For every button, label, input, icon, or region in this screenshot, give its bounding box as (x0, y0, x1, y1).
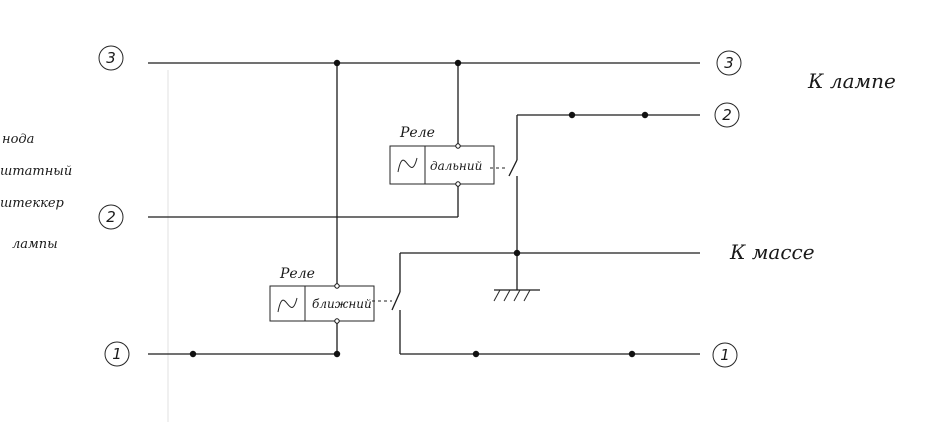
terminal-right-1: 1 (712, 342, 738, 368)
terminal-right-2: 2 (714, 102, 740, 128)
terminal-right-3: 3 (716, 50, 742, 76)
left-label-line-1: нода (2, 132, 34, 147)
svg-text:3: 3 (724, 54, 734, 72)
ac-wave-icon (397, 157, 418, 173)
ground-symbol (493, 289, 540, 302)
svg-text:2: 2 (722, 106, 732, 124)
terminal-left-2: 2 (98, 204, 124, 230)
relay-high-beam: Реле дальний (389, 125, 495, 187)
terminal-left-3: 3 (98, 45, 124, 71)
left-label-line-4: лампы (12, 237, 58, 252)
left-label-line-2: штатный (0, 164, 72, 179)
junction-dot (333, 350, 341, 358)
relay-high-caption: Реле (399, 125, 435, 141)
junction-dot (189, 350, 197, 358)
junction-dot (472, 350, 480, 358)
svg-text:1: 1 (720, 346, 730, 364)
junction-dot (333, 59, 341, 67)
relay-low-caption: Реле (279, 266, 315, 282)
relay-high-label: дальний (430, 159, 482, 173)
junction-dot (628, 350, 636, 358)
junction-dot (641, 111, 649, 119)
relay-low-beam: Реле ближний (269, 266, 375, 324)
junction-dot (454, 59, 462, 67)
junction-dots (189, 59, 649, 358)
low-relay-contact-blade (391, 291, 401, 311)
left-label-line-3: штеккер (0, 196, 65, 211)
relay-low-label: ближний (312, 297, 372, 311)
terminal-left-1: 1 (104, 341, 130, 367)
junction-dot (513, 249, 521, 257)
ac-wave-icon (277, 297, 298, 313)
svg-text:2: 2 (106, 208, 116, 226)
svg-text:1: 1 (112, 345, 122, 363)
relay-low-body (269, 285, 375, 322)
label-to-ground: К массе (729, 240, 815, 264)
svg-text:3: 3 (106, 49, 116, 67)
label-to-lamp: К лампе (807, 69, 896, 93)
junction-dot (568, 111, 576, 119)
high-relay-contact-blade (508, 159, 518, 177)
relay-high-body (389, 145, 495, 185)
